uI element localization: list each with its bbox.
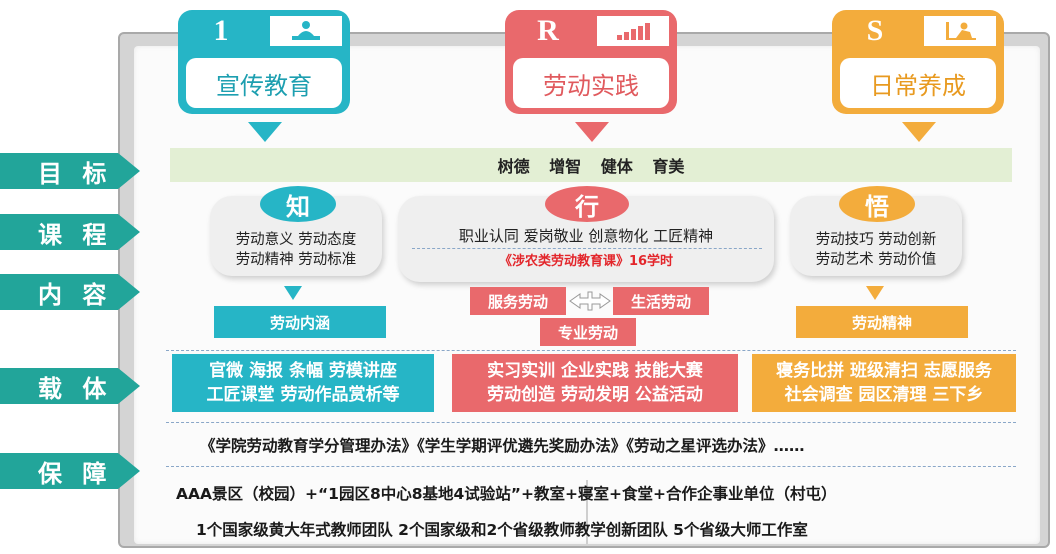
carrier-middle-line-2: 劳动创造 劳动发明 公益活动 — [487, 385, 703, 405]
carrier-middle-line-1: 实习实训 企业实践 技能大赛 — [487, 361, 703, 381]
book-spine — [586, 480, 588, 544]
pillar-letter: 1 — [213, 14, 229, 47]
pillar-daily-habits: S 日常养成 — [832, 10, 1004, 142]
divider-guarantee-1 — [166, 466, 1016, 467]
realize-text-line-2: 劳动艺术 劳动价值 — [815, 252, 937, 268]
content-service-labor: 服务劳动 — [470, 287, 566, 315]
realize-text-line-1: 劳动技巧 劳动创新 — [815, 232, 937, 248]
row-label-carrier: 载 体 — [0, 368, 140, 404]
act-text-line: 职业认同 爱岗敬业 创意物化 工匠精神 — [458, 227, 714, 245]
divider-carrier-top — [166, 350, 1016, 351]
content-life-labor: 生活劳动 — [613, 287, 709, 315]
guarantee-venues: AAA景区（校园）+“1园区8中心8基地4试验站”+教室+寝室+食堂+合作企事业… — [176, 485, 837, 503]
row-label-content: 内 容 — [0, 274, 140, 310]
pillar-label: 宣传教育 — [186, 58, 342, 108]
worker-at-desk-icon — [924, 16, 996, 46]
pillar-header: S — [832, 10, 1004, 52]
pillar-label: 劳动实践 — [513, 58, 669, 108]
carrier-left-line-1: 官微 海报 条幅 劳模讲座 — [209, 361, 397, 381]
pillar-label: 日常养成 — [840, 58, 996, 108]
carrier-right-line-1: 寝务比拼 班级清扫 志愿服务 — [776, 361, 992, 381]
carrier-right-line-2: 社会调查 园区清理 三下乡 — [784, 385, 984, 405]
divider-carrier-bottom — [166, 422, 1016, 423]
goal-bar: 树德 增智 健体 育美 — [170, 148, 1012, 182]
content-professional-labor: 专业劳动 — [540, 318, 636, 346]
row-label-goal: 目 标 — [0, 153, 140, 189]
guarantee-policies: 《学院劳动教育学分管理办法》《学生学期评优遴先奖励办法》《劳动之星评选办法》…… — [200, 437, 805, 455]
act-badge: 行 — [545, 186, 629, 222]
carrier-left: 官微 海报 条幅 劳模讲座 工匠课堂 劳动作品赏析等 — [172, 354, 434, 412]
pillar-letter: R — [537, 14, 559, 47]
act-divider — [412, 248, 762, 249]
content-left-bar: 劳动内涵 — [214, 306, 386, 338]
pillar-header: R — [505, 10, 677, 52]
carrier-right: 寝务比拼 班级清扫 志愿服务 社会调查 园区清理 三下乡 — [752, 354, 1016, 412]
know-text-line-2: 劳动精神 劳动标准 — [235, 252, 357, 268]
bar-chart-icon — [597, 16, 669, 46]
carrier-left-line-2: 工匠课堂 劳动作品赏析等 — [206, 385, 400, 405]
pillar-labor-practice: R 劳动实践 — [505, 10, 677, 142]
realize-badge: 悟 — [839, 186, 915, 222]
pillar-publicity-education: 1 宣传教育 — [178, 10, 350, 142]
act-course-note: 《涉农类劳动教育课》16学时 — [498, 254, 674, 269]
pillar-header: 1 — [178, 10, 350, 52]
row-label-course: 课 程 — [0, 214, 140, 250]
person-at-desk-icon — [270, 16, 342, 46]
guarantee-teams: 1个国家级黄大年式教师团队 2个国家级和2个省级教师教学创新团队 5个省级大师工… — [196, 521, 808, 539]
know-text-line-1: 劳动意义 劳动态度 — [235, 232, 357, 248]
content-right-bar: 劳动精神 — [796, 306, 968, 338]
know-badge: 知 — [260, 186, 336, 222]
carrier-middle: 实习实训 企业实践 技能大赛 劳动创造 劳动发明 公益活动 — [452, 354, 738, 412]
pillar-letter: S — [866, 14, 884, 47]
row-label-guarantee: 保 障 — [0, 453, 140, 489]
bidirectional-arrow-icon — [568, 289, 612, 313]
